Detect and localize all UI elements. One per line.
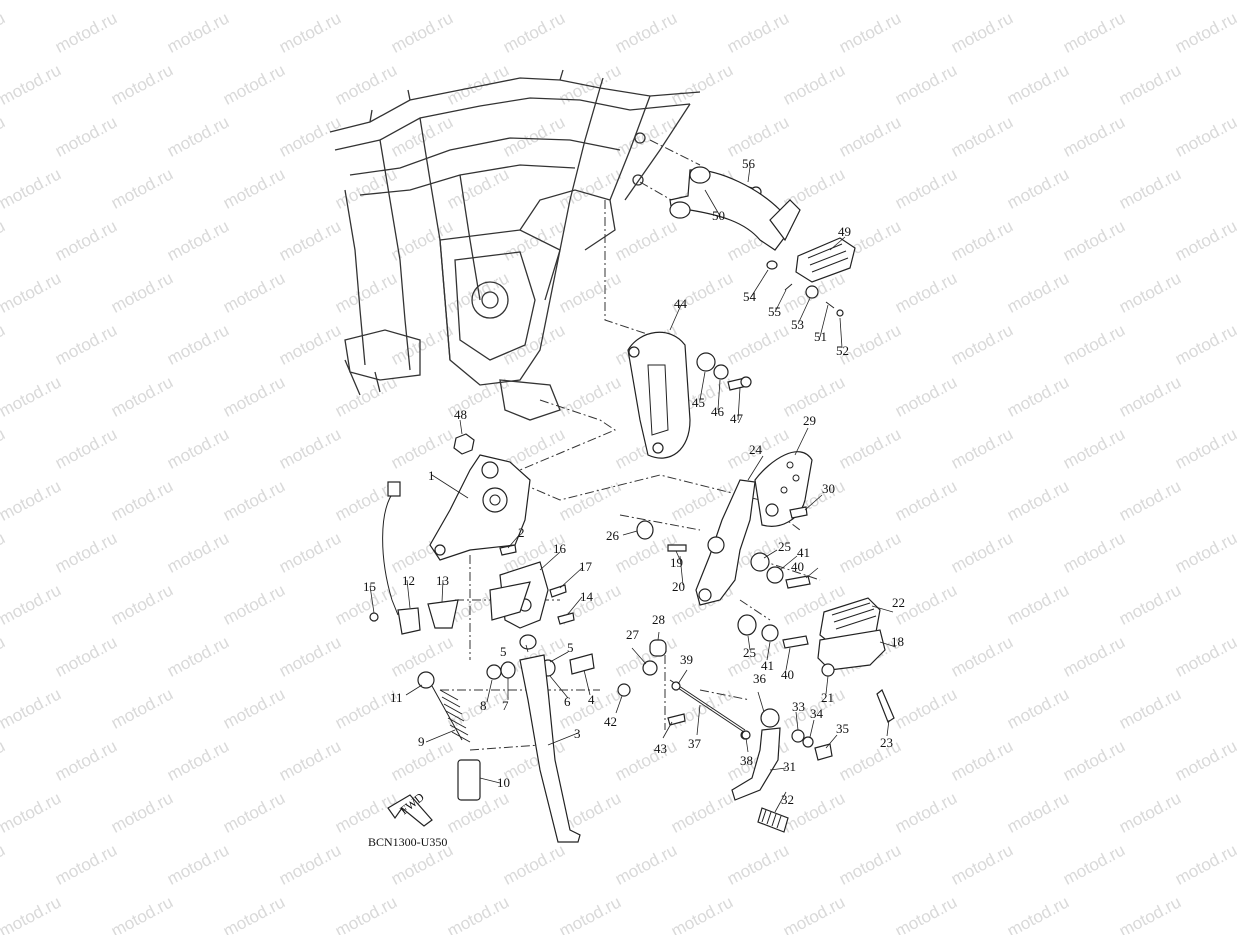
callout-44: 44 [674,296,688,311]
callout-24: 24 [749,442,763,457]
callout-13: 13 [436,573,449,588]
diagram-code: BCN1300-U350 [368,835,447,849]
callout-4: 4 [588,692,595,707]
callout-28: 28 [652,612,665,627]
parts [369,166,895,843]
callout-35: 35 [836,721,849,736]
callout-33: 33 [792,699,805,714]
callout-36: 36 [753,671,767,686]
callout-43: 43 [654,741,667,756]
callout-20: 20 [672,579,685,594]
callout-8: 8 [480,698,487,713]
callout-42: 42 [604,714,617,729]
callout-1: 1 [428,468,435,483]
callout-21: 21 [821,690,834,705]
callout-25: 25 [743,645,756,660]
callout-54: 54 [743,289,757,304]
callout-55: 55 [768,304,781,319]
callout-41: 41 [797,545,810,560]
callout-19: 19 [670,555,683,570]
callout-3: 3 [574,726,581,741]
callout-22: 22 [892,595,905,610]
callout-29: 29 [803,413,816,428]
callout-6: 6 [564,694,571,709]
callout-46: 46 [711,404,725,419]
callout-56: 56 [742,156,756,171]
callout-15: 15 [363,579,376,594]
callout-17: 17 [579,559,593,574]
callout-51: 51 [814,329,827,344]
callout-16: 16 [553,541,567,556]
callout-18: 18 [891,634,904,649]
callout-40: 40 [781,667,794,682]
callout-5: 5 [567,640,574,655]
callout-10: 10 [497,775,510,790]
callout-34: 34 [810,706,824,721]
callout-11: 11 [390,690,403,705]
callout-48: 48 [454,407,467,422]
callout-7: 7 [502,698,509,713]
callout-14: 14 [580,589,594,604]
callout-47: 47 [730,411,744,426]
callout-40: 40 [791,559,804,574]
callout-31: 31 [783,759,796,774]
callout-41: 41 [761,658,774,673]
callout-26: 26 [606,528,620,543]
fwd-arrow-icon [387,794,433,827]
callout-5: 5 [500,644,507,659]
leader-lines [369,166,897,813]
callout-49: 49 [838,224,851,239]
callout-32: 32 [781,792,794,807]
callout-50: 50 [712,208,725,223]
frame-drawing [329,69,701,421]
callout-39: 39 [680,652,693,667]
callout-53: 53 [791,317,804,332]
callout-52: 52 [836,343,849,358]
callout-27: 27 [626,627,640,642]
callout-37: 37 [688,736,702,751]
callout-45: 45 [692,395,705,410]
callout-9: 9 [418,734,425,749]
callout-25: 25 [778,539,791,554]
callout-23: 23 [880,735,893,750]
callout-2: 2 [518,525,525,540]
callout-30: 30 [822,481,835,496]
callout-38: 38 [740,753,753,768]
callout-12: 12 [402,573,415,588]
